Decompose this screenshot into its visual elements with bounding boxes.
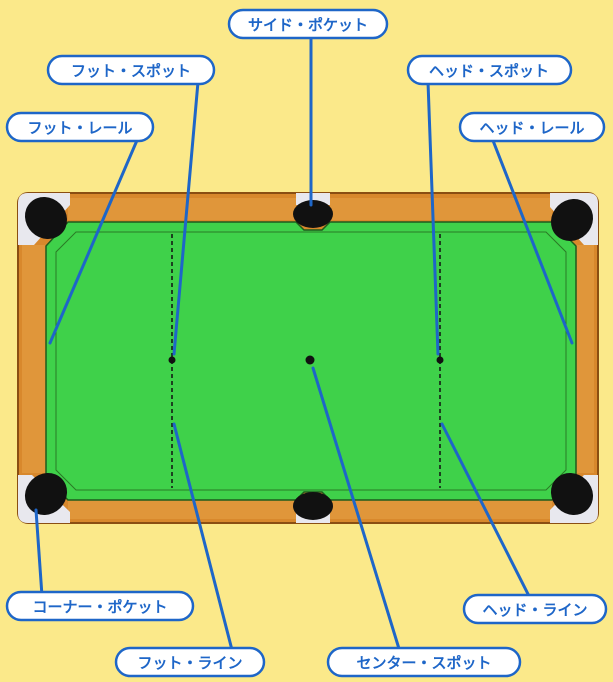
label-side-pocket: サイド・ポケット	[229, 10, 387, 38]
center-spot-label: センター・スポット	[356, 654, 491, 672]
head-spot	[437, 357, 444, 364]
foot-spot	[169, 357, 176, 364]
foot-rail-label: フット・レール	[27, 119, 132, 137]
label-foot-rail: フット・レール	[7, 113, 153, 141]
rail-left	[22, 245, 46, 473]
label-center-spot: センター・スポット	[328, 648, 520, 676]
rail-top-left	[68, 198, 298, 220]
label-foot-spot: フット・スポット	[48, 56, 214, 84]
label-head-line: ヘッド・ライン	[464, 595, 606, 623]
head-rail-label: ヘッド・レール	[479, 119, 584, 137]
side-pocket-label: サイド・ポケット	[248, 16, 368, 34]
head-spot-label: ヘッド・スポット	[429, 62, 549, 80]
label-head-rail: ヘッド・レール	[460, 113, 604, 141]
pocket-side-bottom	[293, 492, 333, 520]
foot-spot-label: フット・スポット	[71, 62, 191, 80]
center-spot	[306, 356, 315, 365]
label-corner-pocket: コーナー・ポケット	[7, 592, 193, 620]
foot-line-label: フット・ライン	[137, 654, 242, 672]
pool-table	[16, 188, 601, 523]
label-head-spot: ヘッド・スポット	[408, 56, 571, 84]
label-foot-line: フット・ライン	[116, 648, 264, 676]
corner-pocket-label: コーナー・ポケット	[32, 598, 167, 616]
head-line-label: ヘッド・ライン	[482, 601, 587, 619]
pocket-side-top	[293, 200, 333, 228]
